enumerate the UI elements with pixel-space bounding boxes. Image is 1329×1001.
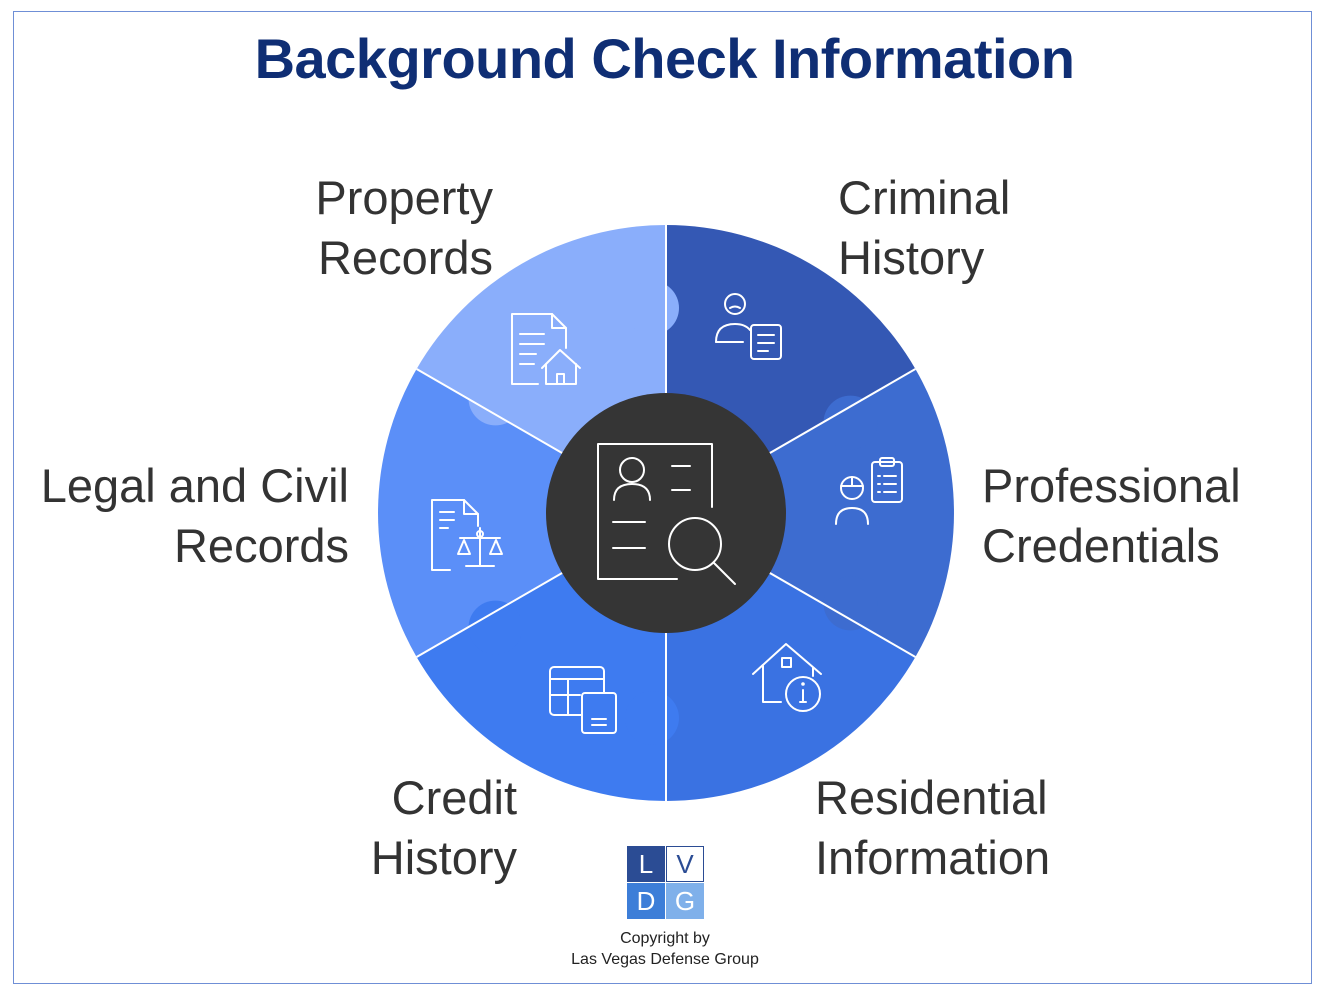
- table-document-icon: [549, 666, 617, 734]
- document-house-icon: [511, 313, 581, 385]
- copyright-line: Las Vegas Defense Group: [571, 951, 759, 968]
- segment-icons: [431, 293, 903, 734]
- puzzle-knob: [468, 371, 523, 426]
- puzzle-knob: [625, 691, 679, 745]
- copyright-notice: Copyright by Las Vegas Defense Group: [540, 928, 790, 970]
- label-property-records: Property Records: [315, 168, 493, 288]
- house-info-icon: [752, 643, 822, 712]
- person-document-icon: [715, 293, 782, 360]
- label-professional-credentials: Professional Credentials: [982, 456, 1241, 576]
- logo-letter: G: [666, 883, 704, 919]
- puzzle-knob: [823, 395, 878, 450]
- puzzle-knob: [625, 281, 679, 335]
- puzzle-segment: [378, 369, 666, 657]
- logo-letter: V: [666, 846, 704, 882]
- label-line: Records: [173, 519, 349, 572]
- label-line: Credentials: [982, 519, 1220, 572]
- document-scales-icon: [431, 499, 503, 571]
- label-line: Property: [315, 171, 493, 224]
- label-residential-information: Residential Information: [815, 768, 1050, 888]
- label-criminal-history: Criminal History: [838, 168, 1010, 288]
- label-line: History: [370, 831, 517, 884]
- label-credit-history: Credit History: [371, 768, 517, 888]
- label-line: Records: [317, 231, 493, 284]
- label-line: Professional: [982, 459, 1241, 512]
- label-line: Legal and Civil: [40, 459, 349, 512]
- logo-letter: D: [627, 883, 665, 919]
- label-line: Credit: [391, 771, 517, 824]
- page-title: Background Check Information: [254, 27, 1075, 90]
- worker-clipboard-icon: [835, 457, 903, 525]
- label-line: History: [838, 231, 985, 284]
- label-line: Residential: [815, 771, 1048, 824]
- puzzle-knob: [468, 600, 523, 655]
- profile-magnifier-icon: [597, 443, 736, 585]
- logo-letter: L: [627, 846, 665, 882]
- lvdg-logo: L V D G: [627, 846, 704, 920]
- center-circle: [546, 393, 786, 633]
- puzzle-segment: [666, 369, 954, 657]
- label-line: Criminal: [838, 171, 1011, 224]
- frame-border: [13, 11, 1312, 984]
- label-line: Information: [815, 831, 1051, 884]
- label-legal-civil-records: Legal and Civil Records: [41, 456, 349, 576]
- copyright-line: Copyright by: [620, 930, 710, 947]
- puzzle-knob: [823, 576, 878, 631]
